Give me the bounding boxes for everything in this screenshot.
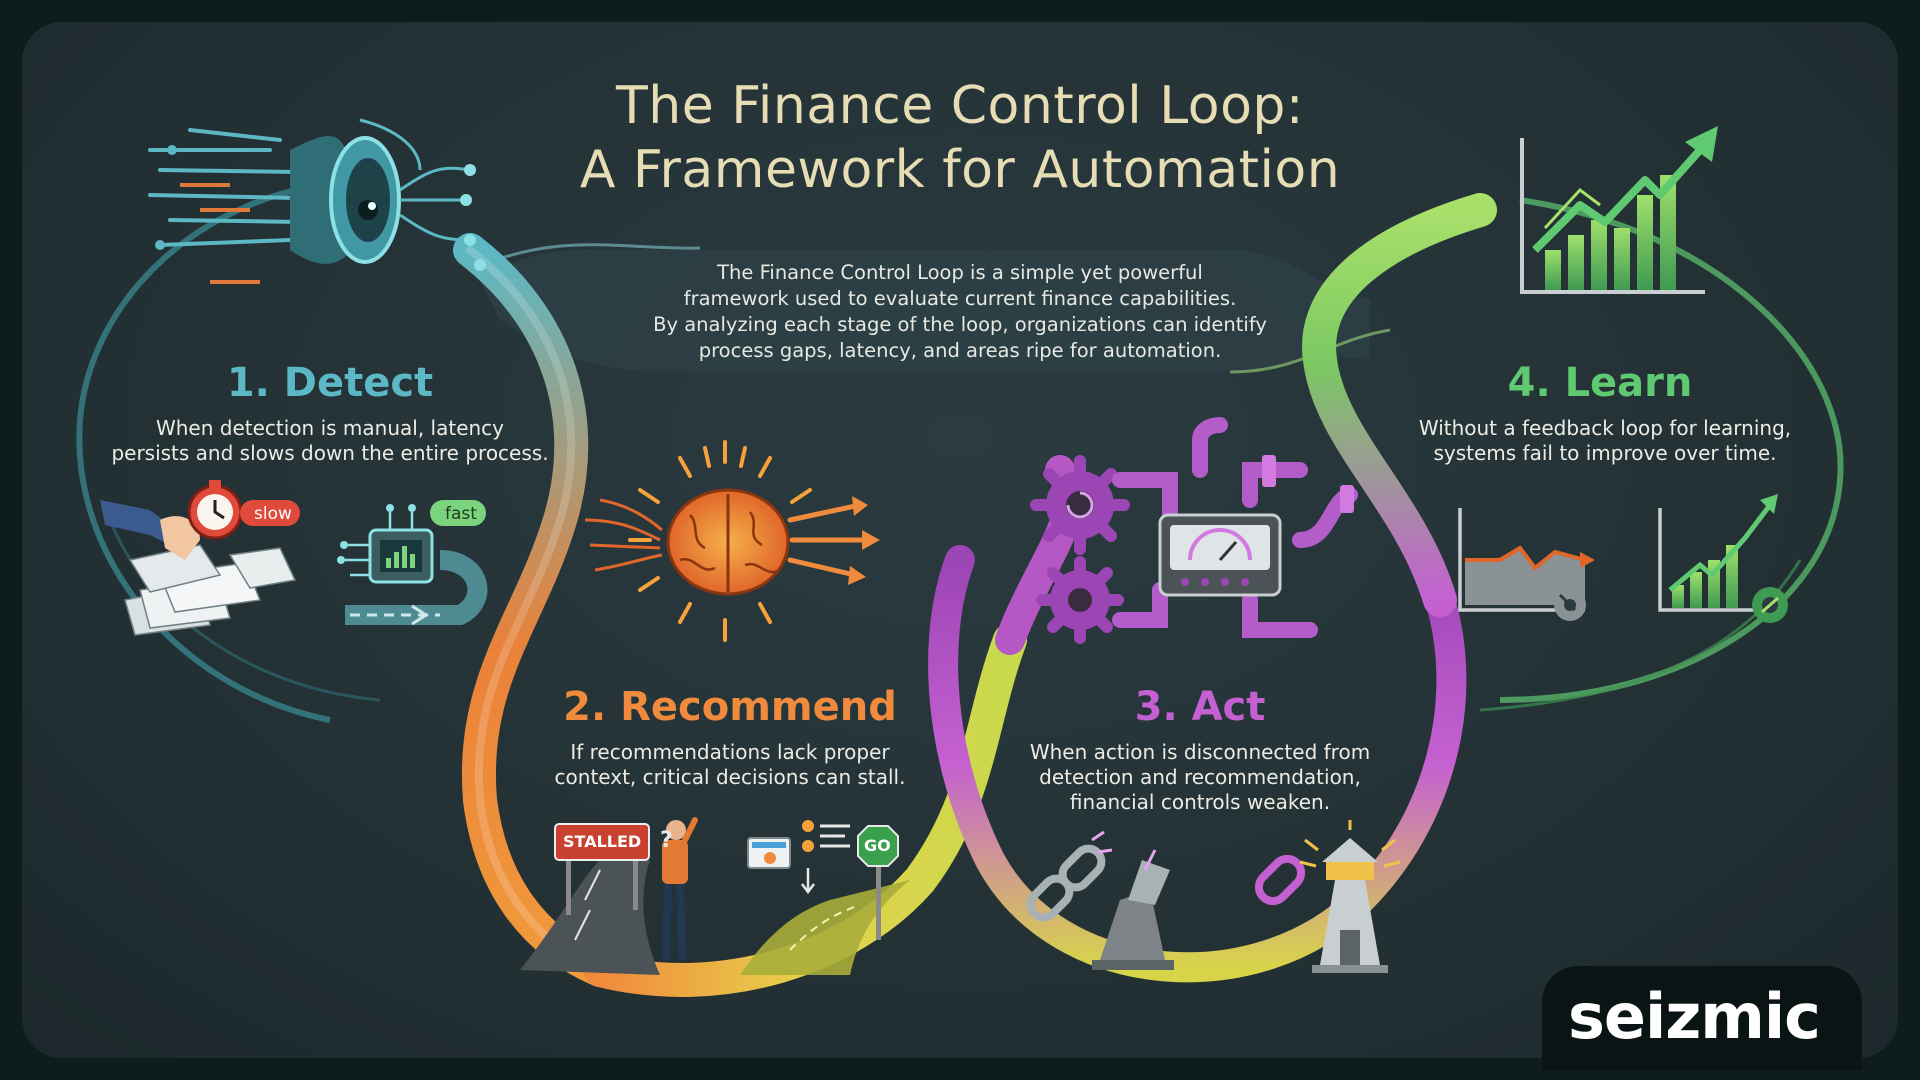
intro-text: The Finance Control Loop is a simple yet… [600, 260, 1320, 364]
go-road-icon [740, 820, 910, 975]
intro-line: The Finance Control Loop is a simple yet… [717, 261, 1203, 284]
declining-chart-icon [1458, 508, 1595, 621]
stage-act-title: 3. Act [1134, 684, 1266, 730]
stage-recommend-desc-line: If recommendations lack proper [570, 740, 890, 764]
stage-detect-desc: When detection is manual, latency persis… [110, 416, 550, 466]
stage-recommend-desc-line: context, critical decisions can stall. [554, 765, 906, 789]
stage-detect-desc-line: When detection is manual, latency [155, 416, 505, 440]
stage-learn-desc-line: Without a feedback loop for learning, [1418, 416, 1792, 440]
broken-chain-icon [1026, 830, 1174, 970]
slow-tag-bg [240, 500, 300, 526]
stalled-sign-label: STALLED [563, 832, 642, 851]
go-sign-label: GO [864, 836, 891, 855]
stage-detect-desc-line: persists and slows down the entire proce… [111, 441, 549, 465]
page-title-line-1: The Finance Control Loop: [616, 76, 1304, 136]
fast-automation-icon [337, 504, 488, 626]
recommend-act-ribbon [583, 623, 1027, 997]
stalled-road-icon [520, 817, 698, 975]
stage-act-desc-line: detection and recommendation, [1039, 765, 1361, 789]
detect-ring [76, 177, 361, 723]
connected-chain-icon [1254, 820, 1401, 973]
seizmic-logo: seizmic [1542, 966, 1862, 1070]
stage-act-desc-line: financial controls weaken. [1069, 790, 1331, 814]
intro-banner [480, 248, 1370, 372]
act-learn-ribbon [1302, 193, 1497, 617]
stage-learn-title: 4. Learn [1507, 360, 1693, 406]
intro-line: framework used to evaluate current finan… [683, 287, 1237, 310]
stage-learn-desc: Without a feedback loop for learning, sy… [1400, 416, 1810, 466]
improving-chart-icon [1658, 494, 1788, 623]
growth-chart-icon [1520, 126, 1718, 294]
slow-manual-paperwork-icon [100, 480, 297, 636]
intro-line: process gaps, latency, and areas ripe fo… [698, 339, 1222, 362]
stage-recommend-desc: If recommendations lack proper context, … [530, 740, 930, 790]
brain-idea-icon [584, 440, 880, 642]
intro-line: By analyzing each stage of the loop, org… [653, 313, 1267, 336]
logo-wordmark: seizmic [1568, 980, 1821, 1053]
stage-recommend-title: 2. Recommend [563, 684, 897, 730]
fast-tag: fast [445, 504, 477, 524]
stage-act-desc: When action is disconnected from detecti… [1000, 740, 1400, 815]
gears-pipes-gauge-icon [1030, 417, 1358, 644]
stage-detect-title: 1. Detect [226, 360, 434, 406]
eye-funnel-icon [148, 118, 486, 284]
stage-learn-desc-line: systems fail to improve over time. [1433, 441, 1777, 465]
question-mark: ? [660, 828, 673, 853]
page-title-line-2: A Framework for Automation [579, 140, 1341, 200]
stage-act-desc-line: When action is disconnected from [1029, 740, 1371, 764]
detect-recommend-ribbon [453, 233, 617, 987]
fast-tag-bg [430, 500, 486, 526]
slow-tag: slow [254, 504, 292, 524]
